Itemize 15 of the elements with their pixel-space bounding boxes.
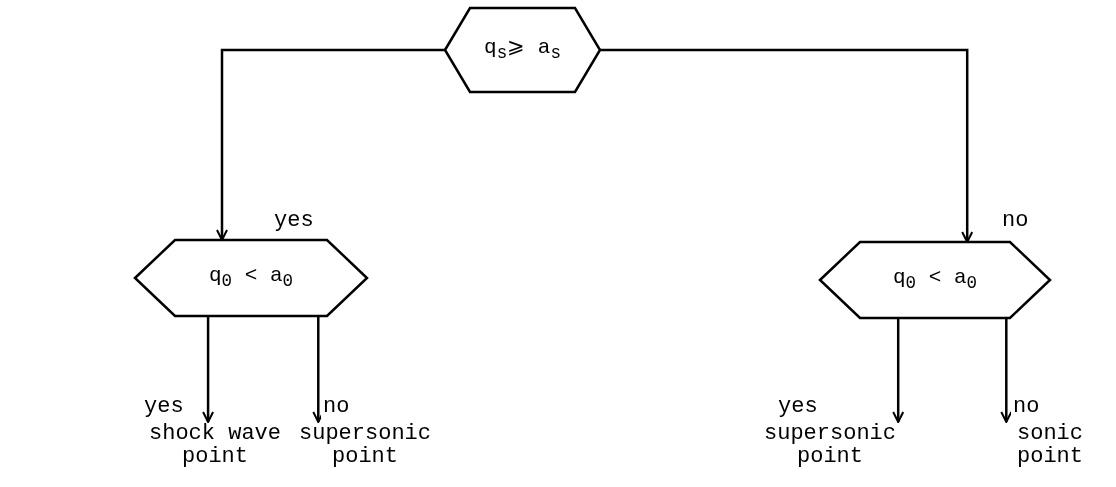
condition-text: q$_{s}$⩾ a$_{s}$ (484, 37, 561, 63)
arrow (216, 48, 445, 241)
outcome-text: supersonic point (763, 422, 897, 469)
arrow (892, 318, 905, 423)
outcome-text: shock wave point (148, 422, 282, 469)
arrow (600, 48, 974, 243)
arrow (1000, 318, 1013, 423)
decision-hexagon (445, 8, 600, 92)
condition-text: q$_{0}$ < a$_{0}$ (892, 267, 978, 293)
condition-text: q$_{0}$ < a$_{0}$ (208, 265, 294, 291)
arrow (202, 316, 215, 423)
outcome-text: sonic point (1016, 422, 1084, 469)
outcome-text: supersonic point (298, 422, 432, 469)
decision-hexagon (820, 242, 1050, 318)
decision-hexagon (135, 240, 367, 316)
